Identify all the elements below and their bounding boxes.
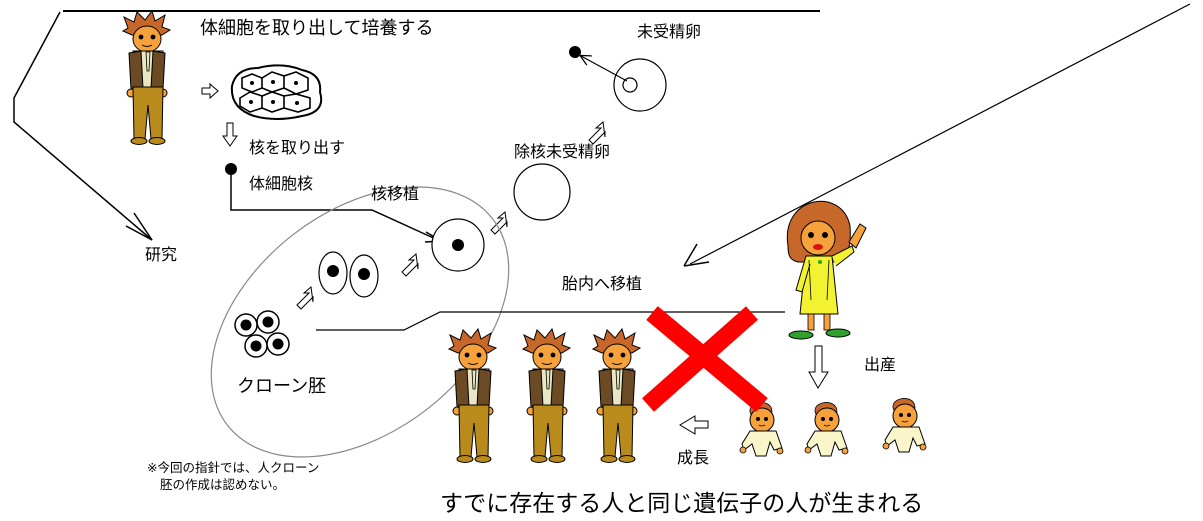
- clone-man-figure-1: [448, 328, 497, 463]
- arrow-down-left-icon-3: [401, 253, 419, 277]
- culture-label: 体細胞を取り出して培養する: [200, 18, 434, 39]
- arrow-down-icon: [222, 122, 238, 147]
- research-label: 研究: [145, 245, 178, 264]
- woman-figure: [786, 200, 867, 340]
- cell-culture-icon: [230, 64, 323, 120]
- nucleus-path: [230, 169, 441, 242]
- clone-embryo-boundary: [210, 186, 510, 458]
- baby-figure-3: [882, 397, 927, 453]
- arrow-right-icon: [201, 82, 219, 100]
- red-cross-icon: [642, 306, 768, 412]
- arrow-down-left-icon-2: [490, 211, 508, 235]
- clone-man-figure-3: [592, 328, 641, 463]
- birth-arrow-icon: [808, 345, 829, 389]
- diagonal-connector: [689, 3, 1191, 265]
- growth-arrow-icon: [679, 415, 709, 435]
- arrow-down-left-icon: [588, 121, 606, 145]
- research-connector: [13, 11, 153, 241]
- growth-label: 成長: [677, 448, 710, 467]
- research-arrowhead: [125, 212, 153, 241]
- note-line-1: ※今回の指針では、人クローン: [147, 460, 320, 475]
- egg-nucleus-arrow: [581, 56, 628, 82]
- somatic-nucleus-label: 体細胞核: [249, 174, 314, 193]
- egg-inner-circle: [622, 77, 638, 93]
- baby-figure-1: [739, 401, 784, 457]
- reconstructed-egg-nucleus: [452, 239, 464, 251]
- baby-figure-2: [804, 401, 849, 457]
- clone-embryo-label: クローン胚: [237, 376, 327, 397]
- diagonal-arrowhead: [683, 243, 710, 267]
- conclusion-text: すでに存在する人と同じ遺伝子の人が生まれる: [440, 491, 924, 517]
- transfer-line: [316, 311, 785, 331]
- unfertilized-egg-circle: [613, 58, 667, 112]
- enucleated-egg-label: 除核未受精卵: [514, 142, 611, 161]
- extract-nucleus-label: 核を取り出す: [249, 138, 346, 157]
- note-line-2: 胚の作成は認めない。: [160, 477, 286, 492]
- transfer-to-womb-label: 胎内へ移植: [562, 274, 643, 293]
- clone-man-figure-2: [522, 328, 571, 463]
- enucleated-egg-circle: [513, 163, 571, 221]
- arrow-down-left-icon-4: [296, 286, 314, 310]
- two-cell-embryo: [318, 251, 379, 298]
- donor-man-figure: [122, 10, 171, 145]
- egg-nucleus-dot: [569, 46, 581, 58]
- birth-label: 出産: [864, 355, 897, 374]
- four-cell-embryo: [234, 310, 290, 358]
- unfertilized-egg-label: 未受精卵: [637, 22, 702, 41]
- nuclear-transfer-label: 核移植: [371, 184, 420, 203]
